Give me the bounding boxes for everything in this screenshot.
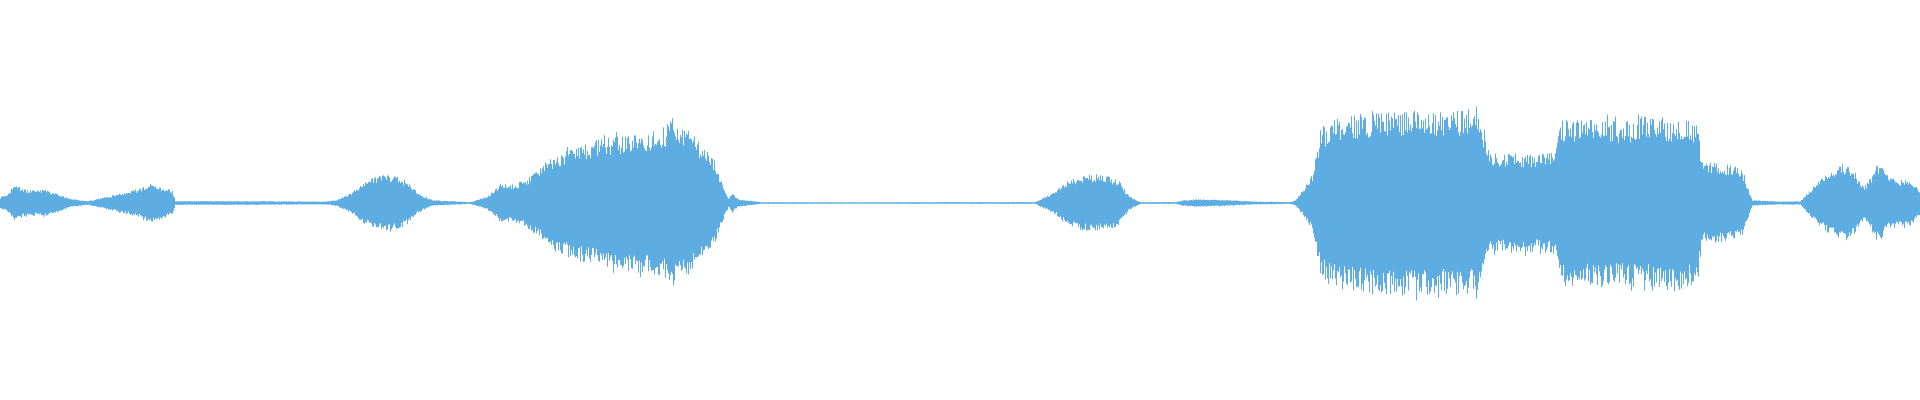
waveform-sample-columns: [0, 106, 1920, 301]
waveform-samples: [0, 106, 1920, 301]
